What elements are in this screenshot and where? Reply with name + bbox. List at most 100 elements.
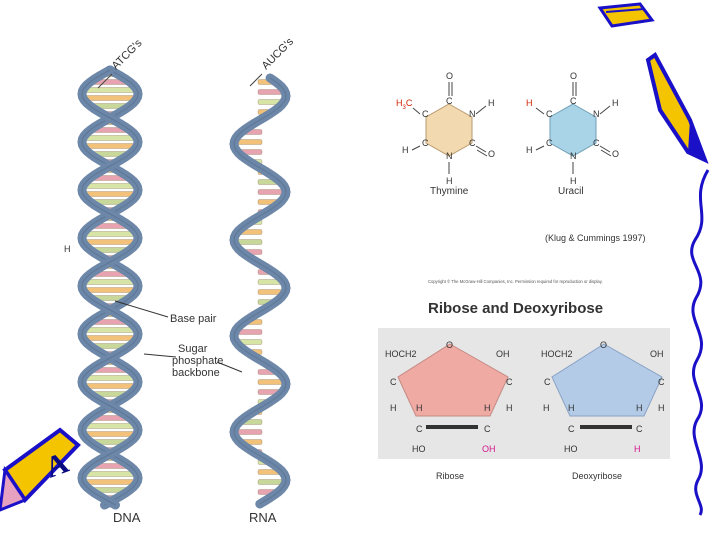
backbone-pointer-rna [216,361,243,373]
thymine-h-bottom: H [446,176,453,186]
thymine-c-left-top: C [422,109,429,119]
pencil-clipart-bottom-left: A [0,427,81,512]
thymine-h-n: H [488,98,495,108]
dna-base-pair [82,287,138,293]
uracil-h-n: H [612,98,619,108]
dna-base-pair [82,183,138,189]
thymine-n-right: N [469,109,476,119]
thymine-o-right: O [488,149,495,159]
dna-helix [77,65,143,510]
deoxyribose-c-left: C [544,377,551,387]
dna-base-pair [82,87,138,93]
uracil-c-top: C [570,96,577,106]
deoxyribose-ring [551,343,663,417]
rna-label: RNA [249,510,277,525]
deoxyribose-h-bottom: H [634,444,641,454]
ribose-c-left: C [390,377,397,387]
dna-base-pair [82,335,138,341]
deoxyribose-c-right: C [658,377,665,387]
thymine-methyl: H3C [396,98,413,111]
dna-base-pair [82,383,138,389]
backbone-label-line2: phosphate [172,355,223,367]
deoxyribose-ho: HO [564,444,578,454]
sugars-title: Ribose and Deoxyribose [428,300,603,317]
backbone-label: Sugar phosphate backbone [172,343,226,379]
dna-base-pair [82,327,138,333]
dna-strand-a-edge [81,69,139,506]
thymine-o-top: O [446,71,453,81]
deoxyribose-h-mid-right: H [636,403,643,413]
dna-base-pair [82,423,138,429]
base-pair-pointer [114,300,169,318]
base-pair-label: Base pair [170,313,217,325]
ribose-ho: HO [412,444,426,454]
dna-bases-tag: ATCG's [110,37,145,72]
backbone-pointer-dna [143,353,177,358]
ribose-ring [397,343,509,417]
scribble-decoration [690,169,710,516]
uracil-o-top: O [570,71,577,81]
dna-base-pairs [82,71,138,501]
thymine-name: Thymine [430,186,469,197]
thymine-structure: O C N H C O N H C H C H3C Thymine [396,71,495,197]
dna-base-pair [82,231,138,237]
deoxyribose-o: O [600,340,607,350]
ribose-c-bottom-right: C [484,424,491,434]
ribose-c-bottom-left: C [416,424,423,434]
pencil-clipart-top [597,2,655,28]
uracil-substituent: H [526,98,533,108]
dna-base-pair [82,375,138,381]
thymine-c-top: C [446,96,453,106]
ribose-h-right: H [506,403,513,413]
thymine-ring [425,103,473,157]
dna-base-pair [82,191,138,197]
ribose-h-left: H [390,403,397,413]
deoxyribose-name: Deoxyribose [572,471,622,481]
ribose-structure: HOCH2 O OH C C H H H H C C HO OH Ribose [385,340,513,481]
side-h-label: H [64,244,71,254]
ribose-o: O [446,340,453,350]
dna-base-pair [82,95,138,101]
thymine-c-left-bottom: C [422,138,429,148]
copyright-notice: Copyright © The McGraw-Hill Companies, I… [428,279,603,284]
thymine-h-left: H [402,145,409,155]
dna-strand-b-edge [81,69,139,506]
ribose-h-mid-left: H [416,403,423,413]
uracil-ring [549,103,597,157]
pencil-clipart-right [645,52,709,164]
ribose-h-mid-right: H [484,403,491,413]
deoxyribose-structure: HOCH2 O OH C C H H H H C C HO H Deoxyrib… [541,340,665,481]
rna-strand [229,73,291,509]
rna-tag-pointer [249,73,263,87]
uracil-h-bottom: H [570,176,577,186]
backbone-label-line1: Sugar [178,343,208,355]
uracil-structure: O C N H C O N H C H C H Uracil [526,71,619,197]
rna-backbone-edge [233,77,287,505]
dna-base-pair [82,143,138,149]
dna-base-pair [82,279,138,285]
deoxyribose-h-mid-left: H [568,403,575,413]
uracil-c-left-bottom: C [546,138,553,148]
ribose-c-right: C [506,377,513,387]
dna-tag-pointer [97,73,113,89]
uracil-n-bottom: N [570,151,577,161]
dna-base-pair [82,135,138,141]
ribose-name: Ribose [436,471,464,481]
uracil-n-right: N [593,109,600,119]
dna-base-pair [82,239,138,245]
deoxyribose-h-left: H [543,403,550,413]
deoxyribose-h-right: H [658,403,665,413]
rna-bases [233,79,287,495]
ribose-oh-top: OH [496,349,510,359]
uracil-h-left: H [526,145,533,155]
uracil-c-left-top: C [546,109,553,119]
deoxyribose-hoch2: HOCH2 [541,349,573,359]
dna-base-pair [82,479,138,485]
dna-label: DNA [113,510,141,525]
ribose-hoch2: HOCH2 [385,349,417,359]
dna-base-pair [82,471,138,477]
ribose-bottom-bond [426,425,478,429]
uracil-name: Uracil [558,186,584,197]
deoxyribose-oh-top: OH [650,349,664,359]
